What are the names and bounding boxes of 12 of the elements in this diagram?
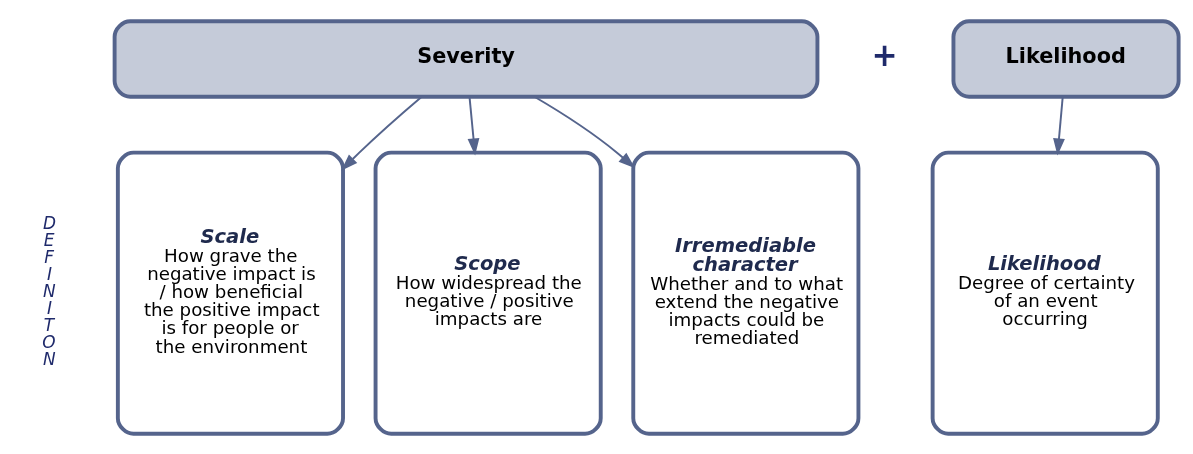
node-box: Severity: [112, 18, 820, 99]
label: +: [871, 36, 898, 73]
arrow: [1053, 95, 1065, 155]
label: DEFINITON: [42, 212, 57, 369]
node-box: Scale How grave the negative impact is / how beneficial the positive impact is for people or the environment: [115, 150, 345, 436]
node-box: Likelihood: [951, 18, 1181, 99]
node-box: Likelihood Degree of certainty of an event occurring: [930, 150, 1160, 436]
arrow: [533, 95, 636, 168]
node-box: Scope How widespread the negative / positive impacts are: [373, 150, 603, 436]
node-box: Irremediable character Whether and to what extend the negative impacts could be remediated: [631, 150, 861, 436]
arrow: [341, 95, 423, 171]
arrow: [467, 95, 480, 155]
